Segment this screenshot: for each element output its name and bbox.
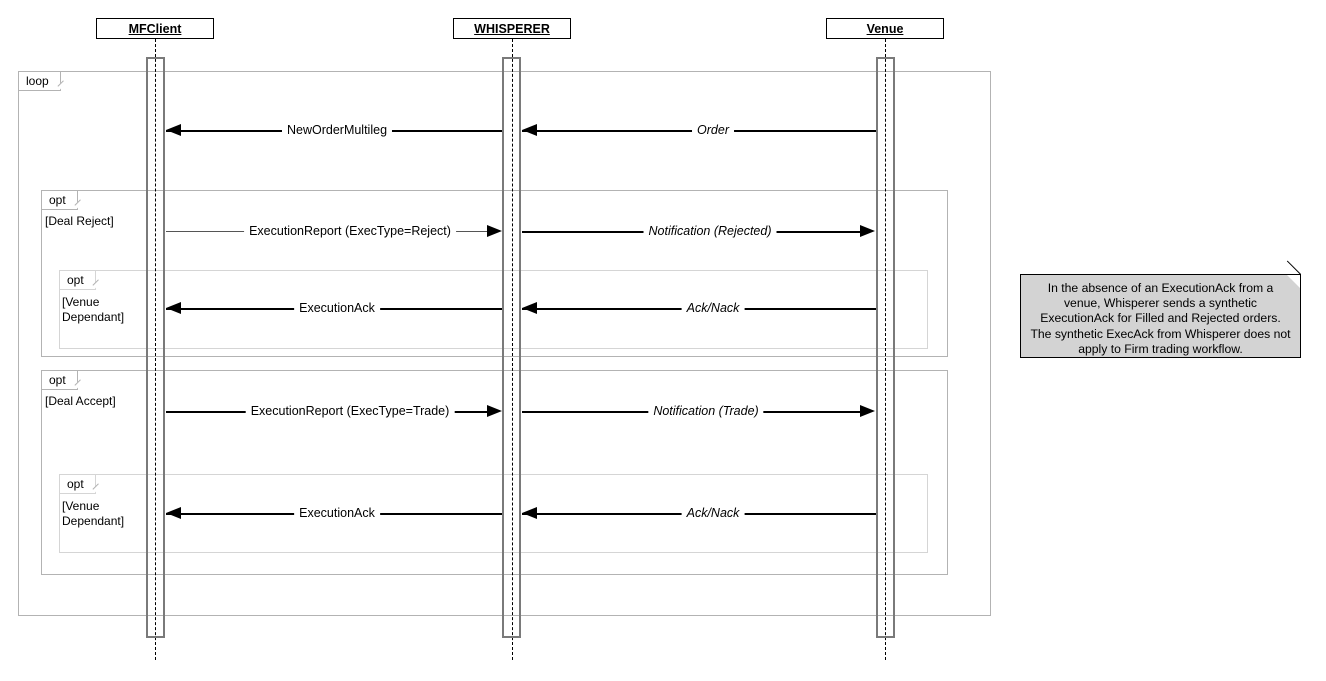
- activation-mfclient: [146, 57, 165, 638]
- participant-whisperer-label: WHISPERER: [474, 22, 550, 36]
- fragment-loop-operator-label: loop: [19, 72, 61, 91]
- participant-mfclient-label: MFClient: [128, 22, 182, 36]
- lifeline-mfclient: [155, 39, 156, 660]
- fragment-opt-venue-dependant-2-guard: [Venue Dependant]: [62, 499, 125, 528]
- fragment-loop: loop: [18, 71, 991, 616]
- message-label-execution-ack-1: ExecutionAck: [294, 301, 380, 315]
- lifeline-whisperer: [512, 39, 513, 660]
- message-label-ack-nack-2: Ack/Nack: [681, 506, 745, 520]
- message-arrowhead-execution-report-reject: [487, 224, 502, 237]
- fragment-opt-venue-dependant-1-operator-label: opt: [60, 271, 96, 290]
- message-arrowhead-notification-rejected: [860, 224, 875, 237]
- fragment-opt-venue-dependant-2-operator-label: opt: [60, 475, 96, 494]
- message-label-notification-trade: Notification (Trade): [648, 404, 764, 418]
- message-label-execution-report-reject: ExecutionReport (ExecType=Reject): [244, 224, 456, 238]
- activation-whisperer: [502, 57, 521, 638]
- message-arrowhead-notification-trade: [860, 404, 875, 417]
- message-label-execution-ack-2: ExecutionAck: [294, 506, 380, 520]
- participant-venue-label: Venue: [866, 22, 904, 36]
- fragment-opt-deal-reject: opt: [41, 190, 948, 357]
- fragment-opt-deal-accept-guard: [Deal Accept]: [45, 394, 116, 408]
- message-arrowhead-execution-report-trade: [487, 404, 502, 417]
- fragment-opt-venue-dependant-1-guard: [Venue Dependant]: [62, 295, 125, 324]
- note-fold-corner: [1287, 275, 1300, 288]
- participant-venue: Venue: [826, 18, 944, 39]
- lifeline-venue: [885, 39, 886, 660]
- activation-venue: [876, 57, 895, 638]
- note-text: In the absence of an ExecutionAck from a…: [1030, 281, 1291, 356]
- message-label-notification-rejected: Notification (Rejected): [643, 224, 777, 238]
- participant-whisperer: WHISPERER: [453, 18, 571, 39]
- note-fold-line: [1286, 260, 1301, 275]
- message-arrowhead-ack-nack-1: [522, 301, 537, 314]
- fragment-opt-deal-accept: opt: [41, 370, 948, 575]
- message-arrowhead-ack-nack-2: [522, 506, 537, 519]
- message-arrowhead-new-order-multileg: [166, 123, 181, 136]
- message-label-order: Order: [692, 123, 734, 137]
- fragment-opt-venue-dependant-1: opt: [59, 270, 928, 349]
- fragment-opt-venue-dependant-2: opt: [59, 474, 928, 553]
- note-synthetic-execution-ack: In the absence of an ExecutionAck from a…: [1020, 260, 1301, 358]
- fragment-opt-deal-reject-guard: [Deal Reject]: [45, 214, 114, 228]
- fragment-opt-deal-accept-operator-label: opt: [42, 371, 78, 390]
- message-label-execution-report-trade: ExecutionReport (ExecType=Trade): [245, 404, 455, 418]
- fragment-opt-deal-reject-operator-label: opt: [42, 191, 78, 210]
- message-label-ack-nack-1: Ack/Nack: [681, 301, 745, 315]
- message-arrowhead-execution-ack-2: [166, 506, 181, 519]
- participant-mfclient: MFClient: [96, 18, 214, 39]
- message-label-new-order-multileg: NewOrderMultileg: [281, 123, 393, 137]
- message-arrowhead-order: [522, 123, 537, 136]
- message-arrowhead-execution-ack-1: [166, 301, 181, 314]
